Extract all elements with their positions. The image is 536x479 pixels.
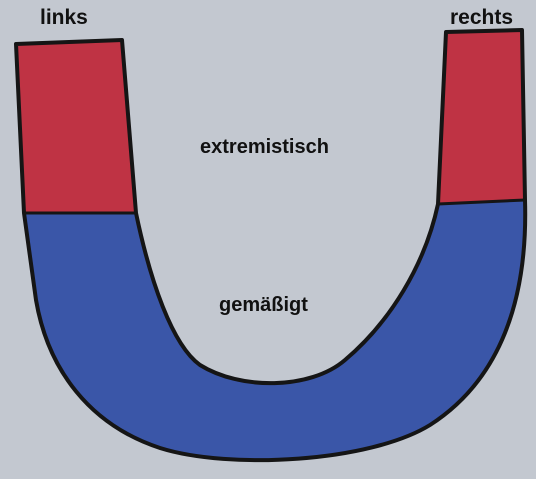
label-gemaessigt: gemäßigt <box>219 294 308 317</box>
label-extremistisch: extremistisch <box>200 136 329 159</box>
magnet-left-pole-red <box>16 40 136 213</box>
label-links: links <box>40 6 88 30</box>
magnet-right-pole-red <box>438 30 525 204</box>
magnet-base-blue <box>24 200 525 460</box>
label-rechts: rechts <box>450 6 513 30</box>
